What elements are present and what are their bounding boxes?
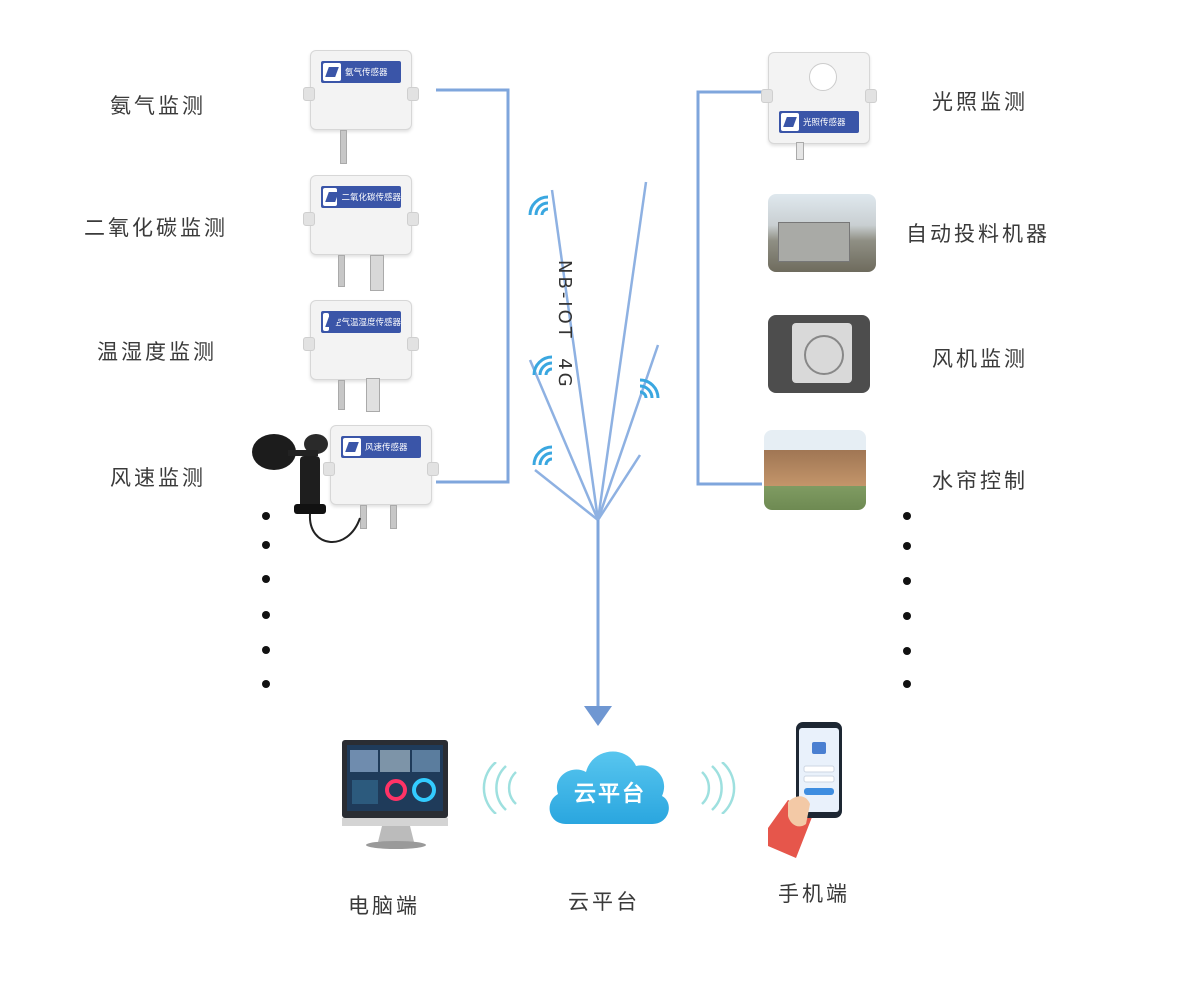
label-auto-feeder: 自动投料机器 <box>906 222 1050 246</box>
label-wind-speed: 风速监测 <box>110 466 206 490</box>
sensor-name: 二氧化碳传感器 <box>341 193 401 203</box>
wifi-signal-icon <box>639 378 660 399</box>
wifi-signal-icon <box>532 445 553 466</box>
computer-monitor-icon <box>342 740 448 849</box>
label-ammonia: 氨气监测 <box>110 94 206 118</box>
co2-sensor: 二氧化碳传感器 <box>303 175 419 255</box>
sensor-name: 空气温湿度传感器 <box>332 318 401 328</box>
cloud-platform-icon <box>549 751 669 824</box>
brand-logo-icon <box>323 313 329 331</box>
wifi-signal-icon <box>532 355 553 376</box>
network-label: NB-IOT 4G <box>554 260 575 390</box>
brand-logo-icon <box>781 113 799 131</box>
label-computer: 电脑端 <box>348 894 420 918</box>
wifi-signal-icon <box>528 195 549 216</box>
temp-humidity-sensor: 空气温湿度传感器 <box>303 300 419 380</box>
auto-feeder-photo <box>768 194 876 272</box>
sensor-name: 光照传感器 <box>803 118 846 128</box>
label-water-curtain: 水帘控制 <box>932 469 1028 493</box>
brand-logo-icon <box>323 63 341 81</box>
ammonia-sensor: 氨气传感器 <box>303 50 419 130</box>
anemometer-icon <box>252 434 361 543</box>
sensor-name: 风速传感器 <box>365 443 408 453</box>
label-light: 光照监测 <box>932 90 1028 114</box>
brand-logo-icon <box>323 188 338 206</box>
wind-speed-sensor: 风速传感器 <box>323 425 439 505</box>
brand-logo-icon <box>343 438 361 456</box>
water-curtain-photo <box>764 430 866 510</box>
label-cloud-platform: 云平台 <box>568 890 640 914</box>
label-temp-humidity: 温湿度监测 <box>97 340 217 364</box>
mobile-phone-icon <box>768 722 842 858</box>
label-co2: 二氧化碳监测 <box>84 216 228 240</box>
sensor-name: 氨气传感器 <box>345 68 388 78</box>
light-sensor: 光照传感器 <box>761 52 877 144</box>
signal-waves-icon <box>482 762 517 814</box>
label-fan: 风机监测 <box>932 347 1028 371</box>
cloud-label: 云平台 <box>574 782 647 807</box>
fan-photo <box>768 315 870 393</box>
signal-waves-icon <box>701 762 736 814</box>
label-phone: 手机端 <box>778 882 850 906</box>
